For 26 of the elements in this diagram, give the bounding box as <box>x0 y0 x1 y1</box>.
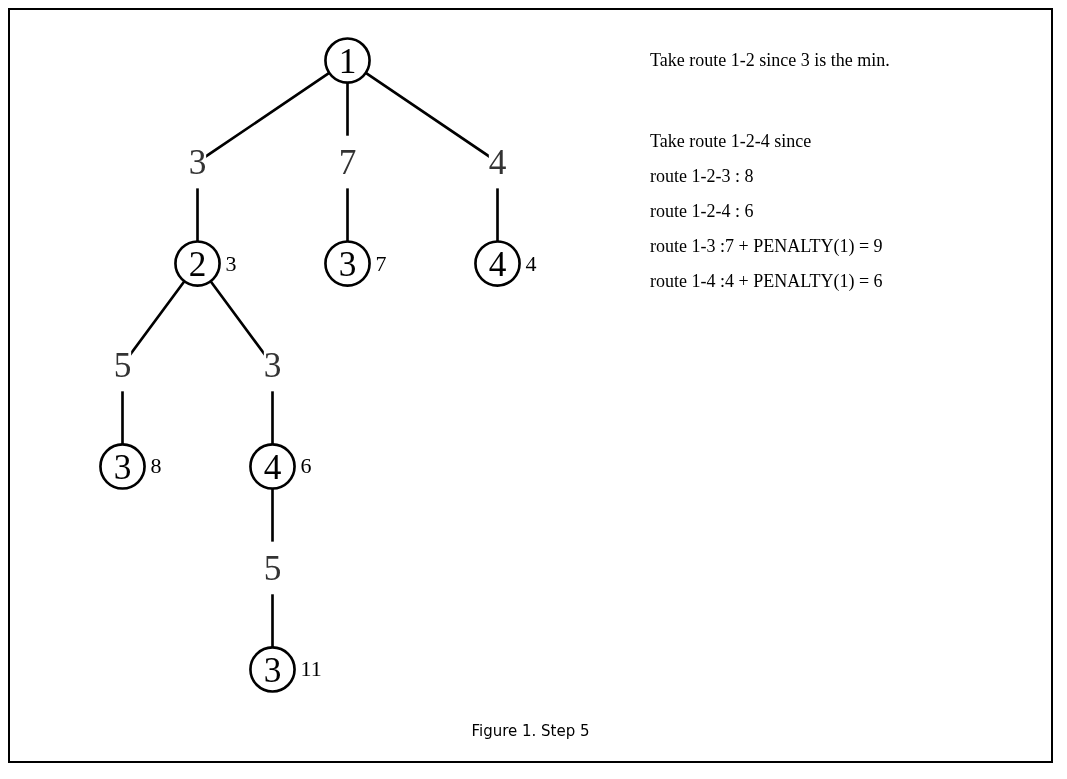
note-text: route 1-2-3 : 8 <box>650 166 754 187</box>
node-circle: 4 <box>249 443 296 490</box>
caption: Figure 1. Step 5 <box>471 722 590 740</box>
node-circle: 3 <box>99 443 146 490</box>
note-text: route 1-4 :4 + PENALTY(1) = 6 <box>650 271 883 292</box>
node-circle: 3 <box>249 646 296 693</box>
edge-label: 3 <box>188 142 207 182</box>
cost-label: 8 <box>150 453 162 480</box>
note-text: Take route 1-2 since 3 is the min. <box>650 50 890 71</box>
edge-label: 4 <box>488 142 507 182</box>
cost-label: 6 <box>300 453 312 480</box>
cost-label: 7 <box>375 250 387 277</box>
edge-label: 5 <box>113 345 132 385</box>
node-circle: 2 <box>174 240 221 287</box>
edge-label: 7 <box>338 142 357 182</box>
note-text: Take route 1-2-4 since <box>650 131 812 152</box>
note-text: route 1-2-4 : 6 <box>650 201 754 222</box>
cost-label: 11 <box>300 656 322 683</box>
node-circle: 4 <box>474 240 521 287</box>
edge-label: 3 <box>263 345 282 385</box>
note-text: route 1-3 :7 + PENALTY(1) = 9 <box>650 236 883 257</box>
node-circle: 3 <box>324 240 371 287</box>
cost-label: 4 <box>525 250 537 277</box>
node-circle: 1 <box>324 37 371 84</box>
cost-label: 3 <box>225 250 237 277</box>
edge-label: 5 <box>263 548 282 588</box>
